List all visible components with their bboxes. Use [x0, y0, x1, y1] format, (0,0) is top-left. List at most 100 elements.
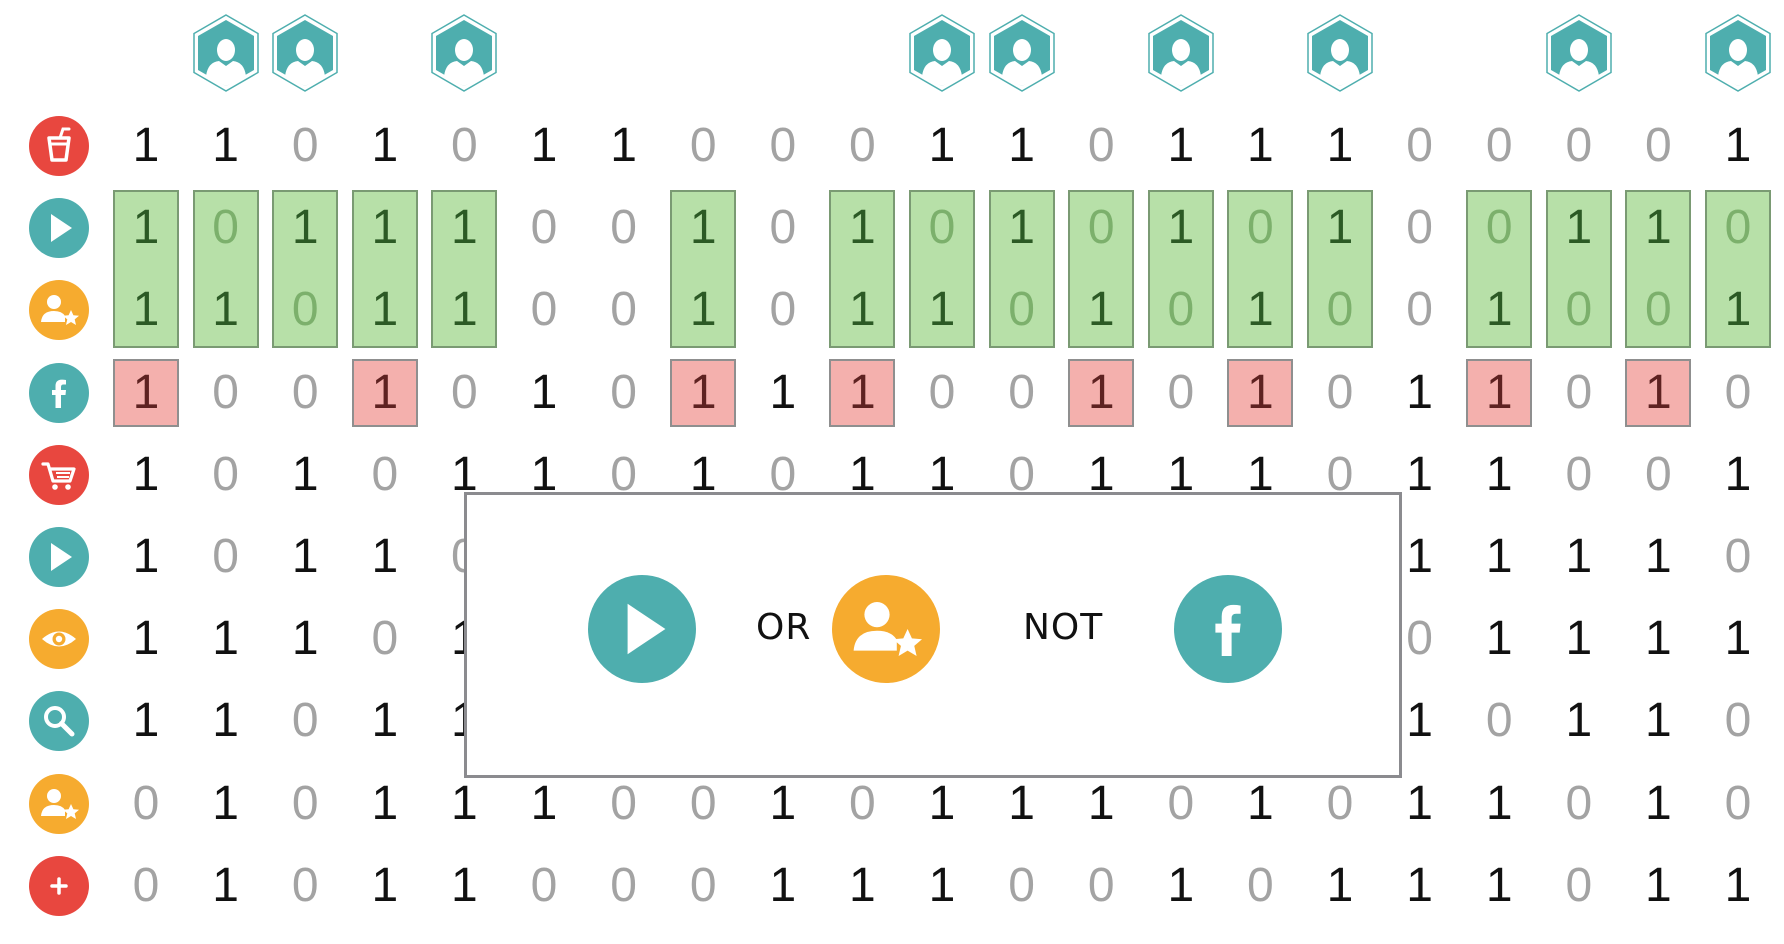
- bit-cell: 1: [212, 119, 239, 172]
- bit-cell: 1: [1485, 365, 1513, 419]
- bit-cell: 0: [1645, 119, 1672, 172]
- bit-cell: 1: [451, 201, 478, 255]
- bit-cell: 0: [689, 119, 717, 172]
- bit-cell: 0: [212, 530, 239, 583]
- bit-cell: 0: [1406, 119, 1433, 172]
- bit-cell: 1: [1406, 694, 1433, 748]
- bit-cell: 0: [1645, 447, 1672, 501]
- bit-cell: 0: [769, 447, 797, 501]
- bit-cell: 1: [291, 612, 319, 666]
- bit-cell: 1: [1167, 858, 1195, 912]
- bit-cell: 1: [1645, 612, 1672, 666]
- bit-cell: 0: [371, 447, 399, 501]
- bit-cell: 1: [1645, 694, 1672, 748]
- bit-cell: 1: [610, 119, 637, 172]
- bit-cell: 1: [212, 776, 239, 830]
- bit-cell: 1: [212, 694, 239, 748]
- bit-cell: 1: [530, 776, 558, 830]
- user-icon: [192, 14, 260, 92]
- bit-cell: 1: [451, 447, 478, 501]
- bit-cell: 1: [1485, 612, 1513, 666]
- play-icon: [29, 198, 89, 259]
- bit-cell: 1: [371, 776, 399, 830]
- bit-cell: 0: [291, 776, 319, 830]
- bit-cell: 0: [849, 776, 876, 830]
- bit-cell: 0: [1565, 776, 1593, 830]
- bit-cell: 1: [1485, 447, 1513, 501]
- bit-cell: 0: [1247, 201, 1274, 255]
- bit-cell: 1: [1406, 447, 1433, 501]
- bit-cell: 1: [371, 858, 399, 912]
- user-star-icon: [832, 575, 940, 683]
- bit-cell: 1: [1247, 776, 1274, 830]
- bit-cell: 1: [1247, 119, 1274, 172]
- bit-cell: 1: [371, 365, 399, 419]
- user-icon: [1147, 14, 1215, 92]
- bit-cell: 1: [1406, 530, 1433, 583]
- bit-cell: 0: [1565, 365, 1593, 419]
- bit-cell: 1: [371, 530, 399, 583]
- bit-cell: 0: [291, 858, 319, 912]
- bit-cell: 1: [291, 447, 319, 501]
- user-star-icon: [29, 280, 89, 341]
- bit-cell: 1: [132, 283, 160, 337]
- bit-cell: 0: [1008, 365, 1035, 419]
- bit-cell: 1: [1247, 283, 1274, 337]
- bit-cell: 1: [132, 119, 160, 172]
- bit-cell: 0: [1724, 694, 1752, 748]
- bit-cell: 1: [1724, 447, 1752, 501]
- bit-cell: 1: [849, 201, 876, 255]
- bit-cell: 1: [132, 530, 160, 583]
- bit-cell: 1: [1247, 365, 1274, 419]
- bit-cell: 1: [132, 612, 160, 666]
- bit-cell: 1: [132, 447, 160, 501]
- bit-cell: 0: [769, 283, 797, 337]
- eye-icon: [29, 609, 89, 670]
- match-highlight: [1068, 190, 1135, 349]
- bit-cell: 1: [1167, 119, 1195, 172]
- facebook-icon: [1174, 575, 1282, 683]
- bit-cell: 0: [610, 365, 637, 419]
- bit-cell: 1: [530, 447, 558, 501]
- bit-cell: 1: [132, 201, 160, 255]
- match-highlight: [192, 190, 259, 349]
- bit-cell: 0: [1724, 530, 1752, 583]
- user-icon: [1306, 14, 1374, 92]
- match-highlight: [1227, 190, 1294, 349]
- match-highlight: [1545, 190, 1612, 349]
- bit-cell: 1: [1247, 447, 1274, 501]
- bit-cell: 1: [212, 283, 239, 337]
- bit-cell: 1: [1406, 776, 1433, 830]
- bit-cell: 1: [530, 119, 558, 172]
- bit-cell: 1: [371, 201, 399, 255]
- bit-cell: 1: [451, 776, 478, 830]
- bit-cell: 1: [212, 612, 239, 666]
- bit-cell: 0: [1167, 283, 1195, 337]
- bit-cell: 1: [928, 119, 956, 172]
- exclude-highlight: [829, 358, 896, 427]
- bit-cell: 1: [291, 201, 319, 255]
- bit-cell: 0: [610, 858, 637, 912]
- bit-cell: 0: [610, 283, 637, 337]
- bit-cell: 0: [291, 365, 319, 419]
- bit-cell: 0: [212, 365, 239, 419]
- bit-cell: 1: [1485, 530, 1513, 583]
- bit-cell: 0: [1724, 776, 1752, 830]
- bit-cell: 0: [1565, 858, 1593, 912]
- bit-cell: 1: [371, 283, 399, 337]
- exclude-highlight: [1227, 358, 1294, 427]
- user-icon: [908, 14, 976, 92]
- bit-cell: 0: [1485, 201, 1513, 255]
- bit-cell: 0: [132, 858, 160, 912]
- match-highlight: [670, 190, 737, 349]
- bit-cell: 1: [689, 447, 717, 501]
- plus-icon: [29, 855, 89, 916]
- bit-cell: 0: [1326, 283, 1354, 337]
- bit-cell: 0: [1326, 447, 1354, 501]
- bit-cell: 1: [212, 858, 239, 912]
- bit-cell: 1: [1645, 530, 1672, 583]
- match-highlight: [1307, 190, 1373, 349]
- bit-cell: 1: [1485, 858, 1513, 912]
- bit-cell: 1: [530, 365, 558, 419]
